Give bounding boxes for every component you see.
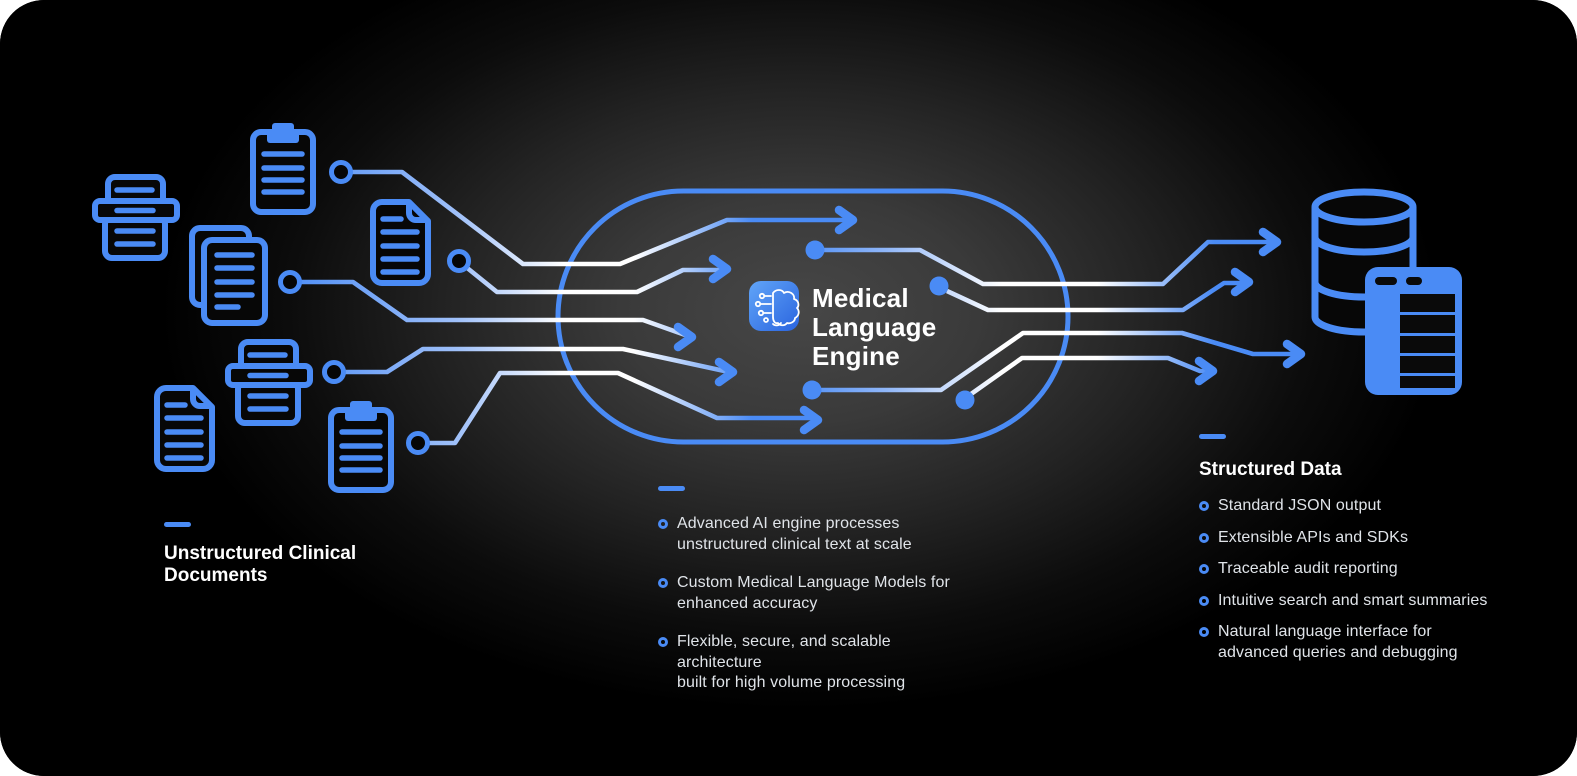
engine-features-panel: Advanced AI engine processes unstructure…	[658, 486, 978, 712]
list-item: Advanced AI engine processes unstructure…	[658, 514, 978, 555]
node-dot-icon	[929, 276, 949, 296]
node-dot-icon	[955, 390, 975, 410]
list-item-text: Extensible APIs and SDKs	[1218, 528, 1409, 546]
section-dash	[1199, 434, 1226, 439]
printer-icon	[95, 177, 177, 258]
section-dash	[164, 522, 191, 527]
node-ring-icon	[447, 249, 471, 273]
node-dot-icon	[802, 380, 822, 400]
section-dash	[658, 486, 685, 491]
structured-data-panel: Structured Data Standard JSON output Ext…	[1199, 434, 1519, 674]
node-ring-icon	[406, 431, 430, 455]
clipboard-icon	[331, 401, 391, 490]
bullet-icon	[1199, 595, 1209, 606]
unstructured-document-icons	[95, 123, 428, 490]
bullet-icon	[658, 578, 668, 588]
brain-circuit-icon	[749, 281, 800, 331]
bullet-icon	[1199, 501, 1209, 511]
engine-capsule-outline	[555, 188, 1071, 445]
input-lines	[300, 169, 849, 446]
list-item: Extensible APIs and SDKs	[1199, 528, 1519, 549]
bullet-icon	[658, 519, 668, 529]
circuit-lines	[300, 169, 1297, 446]
list-item-text: Natural language interface for advanced …	[1218, 623, 1458, 661]
structured-data-heading: Structured Data	[1199, 459, 1342, 480]
bullet-icon	[658, 637, 668, 647]
bullet-icon	[1199, 532, 1209, 543]
list-item: Natural language interface for advanced …	[1199, 622, 1519, 663]
bullet-icon	[1199, 564, 1209, 574]
document-icon	[157, 388, 212, 469]
engine-title: Medical Language Engine	[812, 283, 937, 371]
list-item-text: Intuitive search and smart summaries	[1218, 591, 1488, 609]
arrow-right-icon	[678, 327, 692, 347]
unstructured-documents-label: Unstructured Clinical Documents	[164, 543, 357, 586]
list-item: Traceable audit reporting	[1199, 559, 1519, 580]
input-node-rings	[278, 160, 471, 455]
document-stack-icon	[192, 228, 265, 323]
list-item-text: Custom Medical Language Models for enhan…	[677, 574, 950, 612]
list-item: Custom Medical Language Models for enhan…	[658, 573, 978, 614]
list-item: Intuitive search and smart summaries	[1199, 591, 1519, 612]
list-item-text: Traceable audit reporting	[1218, 560, 1398, 577]
list-item: Standard JSON output	[1199, 496, 1519, 517]
clipboard-icon	[253, 123, 313, 212]
output-lines	[812, 239, 1297, 401]
unstructured-documents-panel: Unstructured Clinical Documents	[164, 522, 394, 587]
document-icon	[373, 202, 428, 283]
list-item: Flexible, secure, and scalable architect…	[658, 632, 978, 694]
node-ring-icon	[329, 160, 353, 184]
node-ring-icon	[322, 360, 346, 384]
list-item-text: Standard JSON output	[1218, 497, 1381, 514]
bullet-icon	[1199, 627, 1209, 637]
list-item-text: Advanced AI engine processes unstructure…	[677, 515, 912, 553]
output-node-dots	[802, 240, 975, 410]
node-dot-icon	[805, 240, 825, 260]
list-item-text: Flexible, secure, and scalable architect…	[677, 633, 906, 691]
node-ring-icon	[278, 270, 302, 294]
table-icon	[1365, 267, 1462, 395]
printer-icon	[228, 342, 310, 423]
